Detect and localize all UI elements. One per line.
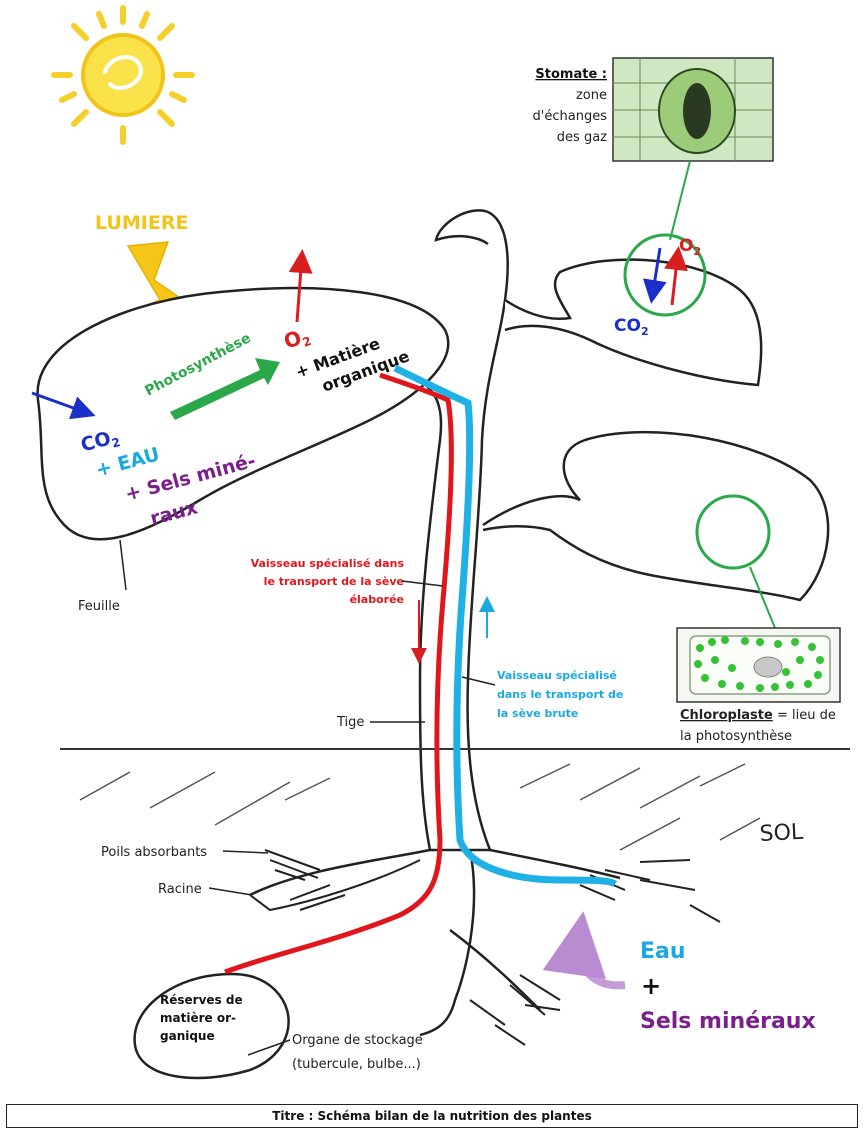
reserves-line-1: Réserves de: [160, 993, 243, 1007]
tige-label: Tige: [336, 715, 364, 730]
lumiere-label: LUMIERE: [95, 212, 188, 234]
bud-outline: [436, 210, 488, 244]
lower-right-leaf: [483, 432, 828, 600]
stomate-title: Stomate :: [535, 67, 607, 82]
seve-brute-line-1: Vaisseau spécialisé: [497, 669, 617, 682]
soil-label: SOL: [759, 820, 805, 847]
storage-organ: [135, 974, 289, 1078]
stomate-o2-label: O2: [679, 236, 701, 258]
eau-label: Eau: [640, 939, 686, 964]
seve-brute-line-3: la sève brute: [497, 707, 578, 720]
chloroplaste-line-2: la photosynthèse: [680, 729, 792, 744]
racine-leader: [209, 888, 252, 895]
diagram-title-box: Titre : Schéma bilan de la nutrition des…: [6, 1104, 858, 1128]
sun-icon: [54, 8, 192, 142]
organe-line-2: (tubercule, bulbe...): [292, 1057, 421, 1072]
stomate-line-1: zone: [576, 88, 607, 103]
poils-leader: [223, 851, 268, 853]
main-leaf: [38, 288, 449, 539]
feuille-label: Feuille: [78, 599, 120, 614]
reserves-line-3: ganique: [160, 1029, 215, 1043]
chloroplaste-label: Chloroplaste = lieu de: [680, 708, 836, 723]
seve-elaboree-line-3: élaborée: [350, 593, 404, 606]
organe-line-1: Organe de stockage: [292, 1033, 423, 1048]
diagram-title: Titre : Schéma bilan de la nutrition des…: [272, 1109, 591, 1123]
seve-brute-line-2: dans le transport de: [497, 688, 623, 701]
racine-label: Racine: [158, 882, 202, 897]
stomate-line-2: d'échanges: [533, 109, 608, 124]
plus-label: +: [641, 972, 661, 1000]
stomate-connector: [670, 161, 690, 240]
poils-label: Poils absorbants: [101, 845, 207, 860]
soil-hatching: [80, 764, 760, 850]
stomate-image: [613, 58, 773, 161]
stomate-line-3: des gaz: [557, 130, 607, 145]
seve-elaboree-leader: [402, 581, 443, 586]
seve-elaboree-line-1: Vaisseau spécialisé dans: [251, 557, 405, 570]
plant-cell-image: [677, 628, 840, 702]
seve-elaboree-line-2: le transport de la sève: [264, 575, 404, 588]
reserves-line-2: matière or-: [160, 1011, 236, 1025]
absorption-arrow: [579, 935, 625, 985]
sels-mineraux-label: Sels minéraux: [640, 1009, 816, 1034]
feuille-leader: [120, 540, 126, 590]
